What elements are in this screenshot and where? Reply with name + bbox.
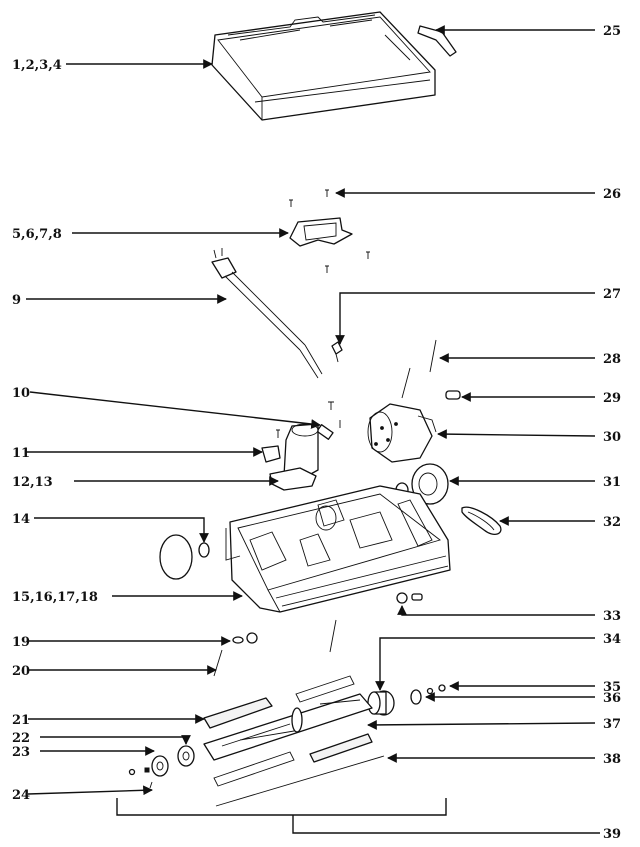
callout-36: 36 xyxy=(603,691,621,706)
callout-30: 30 xyxy=(603,430,621,445)
bearing-34 xyxy=(367,690,395,716)
callout-31: 31 xyxy=(603,475,621,490)
callout-20: 20 xyxy=(12,664,30,679)
belt-32 xyxy=(461,506,502,536)
cord-harness-part xyxy=(211,248,323,379)
callout-34: 34 xyxy=(603,632,621,647)
end-cap-22 xyxy=(177,745,195,767)
small-parts-24 xyxy=(128,767,153,789)
callout-10: 10 xyxy=(12,386,30,401)
pins-28 xyxy=(401,339,437,399)
callout-29: 29 xyxy=(603,391,621,406)
callout-19: 19 xyxy=(12,635,30,650)
callout-14: 14 xyxy=(12,512,30,527)
hardware-19-20 xyxy=(213,619,337,677)
callout-24: 24 xyxy=(12,788,30,803)
washers-35-36 xyxy=(410,684,446,705)
callout-11: 11 xyxy=(12,446,30,461)
brush-roll-37 xyxy=(203,693,373,761)
bracket-39-line xyxy=(116,798,600,834)
callout-15-16-17-18: 15,16,17,18 xyxy=(12,590,98,605)
callout-25: 25 xyxy=(603,24,621,39)
motor-part-30 xyxy=(367,403,437,463)
callout-21: 21 xyxy=(12,713,30,728)
plug-29 xyxy=(445,390,461,400)
fan-housing-12-13 xyxy=(261,423,319,491)
bristle-strip-38 xyxy=(213,733,385,807)
callout-28: 28 xyxy=(603,352,621,367)
callout-9: 9 xyxy=(12,293,21,308)
wheel-14 xyxy=(159,534,210,580)
callout-23: 23 xyxy=(12,745,30,760)
end-cap-23 xyxy=(151,755,169,777)
brush-strip-21 xyxy=(203,675,355,729)
callout-38: 38 xyxy=(603,752,621,767)
callout-22: 22 xyxy=(12,731,30,746)
screw-33 xyxy=(396,592,423,604)
callout-27: 27 xyxy=(603,287,621,302)
hood-cover-part xyxy=(211,11,436,121)
callout-1-2-3-4: 1,2,3,4 xyxy=(12,58,62,73)
callout-12-13: 12,13 xyxy=(12,475,53,490)
callout-26: 26 xyxy=(603,187,621,202)
callout-39: 39 xyxy=(603,827,621,842)
fastener-27 xyxy=(331,341,343,363)
callout-33: 33 xyxy=(603,609,621,624)
bracket-part xyxy=(289,217,353,247)
callout-32: 32 xyxy=(603,515,621,530)
callout-35: 35 xyxy=(603,680,621,695)
callout-37: 37 xyxy=(603,717,621,732)
screws-26 xyxy=(289,189,370,273)
callout-5-6-7-8: 5,6,7,8 xyxy=(12,227,62,242)
callout-labels: 1,2,3,4 25 26 5,6,7,8 9 27 28 10 29 30 1… xyxy=(12,24,621,842)
leader-lines xyxy=(26,25,596,796)
base-housing-part xyxy=(225,485,451,613)
